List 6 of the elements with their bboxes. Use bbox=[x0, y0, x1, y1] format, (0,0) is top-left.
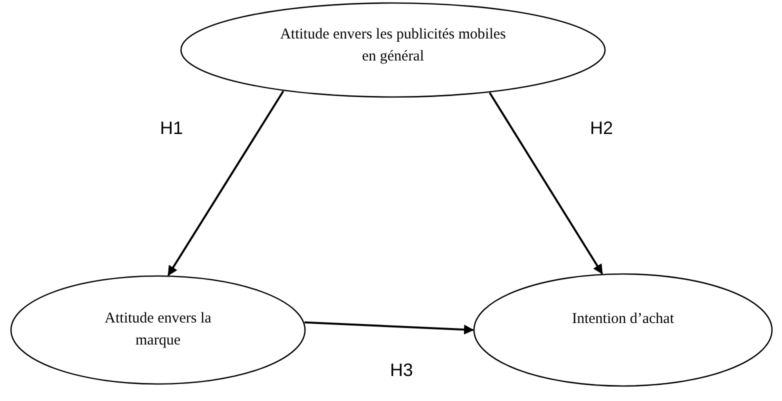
construct-label: Attitude envers la marque bbox=[104, 309, 212, 350]
construct-label: Attitude envers les publicités mobiles en général bbox=[279, 25, 507, 66]
arrow bbox=[167, 90, 284, 276]
arrow bbox=[488, 92, 603, 274]
construct-label: Intention d’achat bbox=[570, 310, 676, 330]
arrow bbox=[304, 321, 474, 335]
